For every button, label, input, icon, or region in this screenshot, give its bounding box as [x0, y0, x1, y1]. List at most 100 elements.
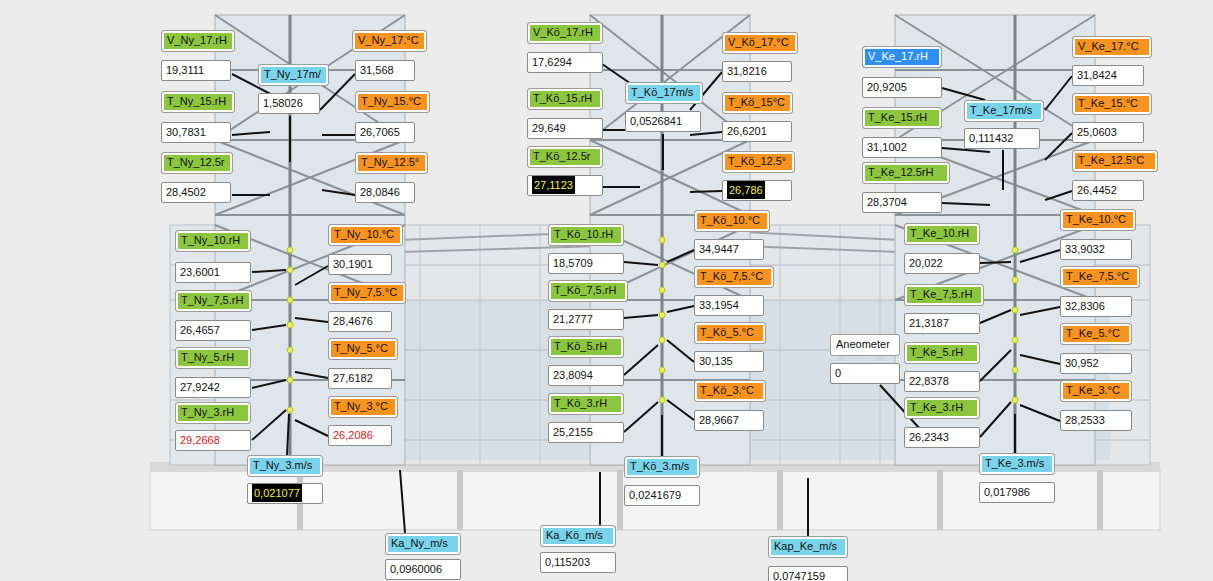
sensor-value: 0 [835, 364, 841, 382]
leader-lines [232, 64, 1072, 536]
sensor-value-box: 32,8306 [1060, 296, 1132, 317]
sensor-name-box: T_Ke_15.°C [1072, 93, 1152, 115]
sensor-name-box: Aneometer [830, 334, 900, 356]
sensor-value-box: 30,7831 [161, 122, 231, 143]
sensor-value: 22,8378 [909, 372, 949, 390]
sensor-value: 28,2533 [1065, 411, 1105, 429]
sensor-name-box: T_Ke_10.°C [1060, 209, 1136, 231]
sensor-name: T_Ke_5.°C [1066, 324, 1120, 342]
sensor-value-box: 0 [830, 363, 900, 384]
sensor-name-box: T_Ny_7,5.°C [328, 282, 406, 304]
sensor-value-box: 31,8424 [1072, 65, 1144, 86]
sensor-value-box: 29,649 [527, 118, 603, 139]
sensor-value: 29,649 [532, 119, 566, 137]
sensor-name-box: T_Kö_3.rH [548, 393, 624, 415]
sensor-value-box: 19,3111 [161, 60, 231, 81]
sensor-value-box: 0,0241679 [624, 485, 700, 506]
sensor-name-box: T_Kö_5.rH [548, 336, 624, 358]
sensor-value: 0,0241679 [629, 486, 681, 504]
sensor-value: 31,8424 [1077, 66, 1117, 84]
sensor-value: 25,0603 [1077, 123, 1117, 141]
sensor-value-box: 1,58026 [258, 93, 320, 114]
sensor-name-box: T_Ny_5.rH [175, 347, 251, 369]
sensor-name-box: T_Ny_12.5r [161, 152, 233, 174]
sensor-name: T_Kö_12.5° [728, 152, 786, 170]
sensor-value: 25,2155 [553, 423, 593, 441]
sensor-name: V_Ke_17.°C [1078, 37, 1139, 55]
sensor-name-box: V_Ke_17.°C [1072, 36, 1152, 58]
sensor-value: 26,7065 [360, 123, 400, 141]
sensor-name: V_Kö_17.°C [728, 33, 789, 51]
sensor-name: V_Kö_17.rH [533, 23, 593, 41]
sensor-name: T_Ny_7,5.°C [334, 283, 397, 301]
sensor-name-box: T_Ny_12.5° [355, 152, 428, 174]
sensor-value: 26,4452 [1077, 181, 1117, 199]
sensor-value: 27,9242 [180, 378, 220, 396]
sensor-value: 28,3704 [867, 193, 907, 211]
sensor-name: T_Ny_3.m/s [253, 456, 312, 474]
sensor-name: T_Ny_10.rH [181, 231, 240, 249]
sensor-name-box: Kap_Ke_m/s [768, 536, 848, 558]
sensor-value: 0,111432 [969, 129, 1013, 147]
sensor-name: Ka_Ny_m/s [391, 534, 448, 552]
sensor-name: T_Kö_7,5.rH [554, 281, 616, 299]
sensor-value: 27,1123 [532, 176, 575, 194]
sensor-value-box: 31,8216 [722, 61, 792, 82]
sensor-name: T_Ny_3.°C [334, 397, 388, 415]
sensor-name-box: T_Ke_3.m/s [979, 453, 1055, 475]
sensor-value: 30,1901 [333, 255, 373, 273]
sensor-name: T_Ny_15.rH [167, 92, 226, 110]
sensor-value-box: 28,4676 [328, 311, 392, 332]
sensor-value-box: 28,9667 [694, 410, 764, 431]
sensor-name: T_Kö_5.rH [554, 337, 607, 355]
sensor-value-box: 26,786 [722, 180, 792, 201]
sensor-value-box: 21,3187 [904, 313, 980, 334]
sensor-name-box: T_Kö_7,5.rH [548, 280, 628, 302]
sensor-value: 23,8094 [553, 366, 593, 384]
sensor-name: T_Ke_3.m/s [985, 454, 1044, 472]
sensor-name: T_Kö_12.5r [533, 147, 590, 165]
sensor-value-box: 28,3704 [862, 192, 942, 213]
sensor-name: T_Ny_12.5° [361, 153, 419, 171]
sensor-name: T_Kö_3.°C [700, 381, 754, 399]
sensor-value-box: 29,2668 [175, 430, 251, 451]
sensor-value: 30,135 [699, 352, 733, 370]
sensor-name: T_Ke_17m/s [970, 101, 1032, 119]
sensor-value-box: 30,135 [694, 351, 764, 372]
sensor-name: T_Kö_5.°C [700, 323, 754, 341]
sensor-value: 29,2668 [180, 431, 220, 449]
sensor-name: T_Kö_10.rH [554, 225, 613, 243]
sensor-value: 32,8306 [1065, 297, 1105, 315]
sensor-value: 19,3111 [166, 61, 204, 79]
sensor-name-box: T_Ke_5.°C [1060, 323, 1132, 345]
sensor-name-box: T_Ke_5.rH [904, 342, 980, 364]
sensor-value-box: 26,4657 [175, 320, 251, 341]
sensor-name-box: T_Kö_7,5.°C [694, 266, 774, 288]
sensor-value: 21,2777 [553, 310, 593, 328]
sensor-name: T_Ny_7,5.rH [181, 291, 243, 309]
sensor-value-box: 28,4502 [161, 182, 231, 203]
sensor-name-box: T_Kö_5.°C [694, 322, 766, 344]
sensor-value-box: 25,2155 [548, 422, 624, 443]
sensor-value-box: 17,6294 [527, 52, 603, 73]
sensor-name-box: T_Ny_10.rH [175, 230, 251, 252]
sensor-value-box: 33,9032 [1060, 239, 1132, 260]
sensor-name-box: T_Kö_15.rH [527, 88, 603, 110]
sensor-value-box: 25,0603 [1072, 122, 1144, 143]
sensor-name-box: T_Kö_12.5r [527, 146, 603, 168]
sensor-name-box: T_Kö_15°C [722, 92, 793, 114]
sensor-name: T_Ke_3.°C [1066, 381, 1120, 399]
sensor-value: 28,4502 [166, 183, 206, 201]
sensor-name: V_Ke_17.rH [868, 47, 928, 65]
sensor-name: T_Kö_15°C [728, 93, 785, 111]
sensor-value: 0,0747159 [773, 567, 825, 581]
sensor-name-box: T_Kö_17m/s [625, 82, 703, 104]
sensor-value-box: 20,022 [904, 253, 980, 274]
sensor-name-box: V_Ke_17.rH [862, 46, 942, 68]
sensor-value-box: 26,2086 [328, 425, 392, 446]
sensor-value-box: 27,6182 [328, 368, 392, 389]
sensor-name-box: T_Kö_10.°C [694, 210, 770, 232]
sensor-name: T_Ke_3.rH [910, 398, 963, 416]
sensor-value: 28,9667 [699, 411, 739, 429]
